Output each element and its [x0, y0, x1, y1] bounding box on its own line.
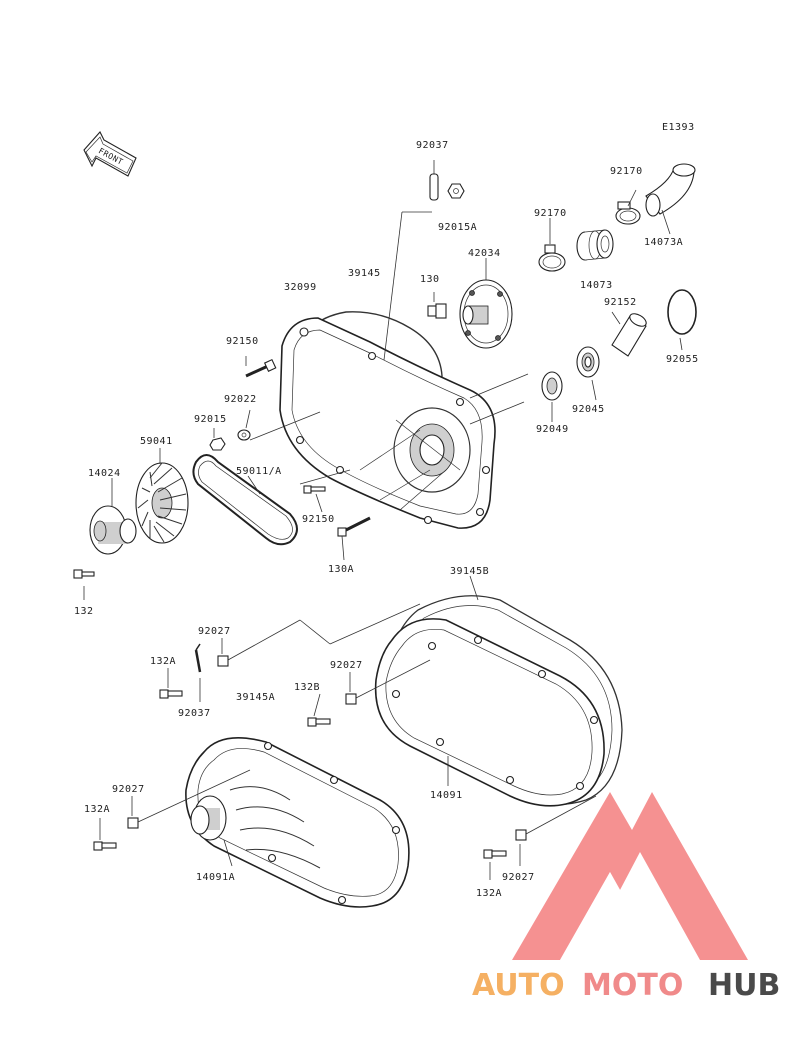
label-39145: 39145: [348, 268, 381, 279]
label-92027-d: 92027: [502, 872, 535, 883]
seal-92049: [541, 371, 563, 401]
pin-92037-bottom: [194, 643, 202, 673]
label-92152: 92152: [604, 297, 637, 308]
bolt-92150-top: [245, 358, 277, 378]
dowel-92027-d: [515, 829, 527, 841]
label-92015: 92015: [194, 414, 227, 425]
watermark-logo-icon: [512, 792, 748, 960]
nut-92015A: [447, 183, 465, 199]
label-92015A: 92015A: [438, 222, 477, 233]
inner-cover-32099: [279, 317, 496, 529]
watermark-auto: AUTO: [472, 968, 565, 1003]
label-92055: 92055: [666, 354, 699, 365]
label-132A-c: 132A: [476, 888, 502, 899]
oring-92055: [667, 289, 697, 335]
clamp-92170-b: [615, 201, 641, 225]
diagram-code: E1393: [662, 122, 695, 133]
clamp-92170-a: [538, 244, 566, 272]
label-14073: 14073: [580, 280, 613, 291]
bolt-132: [73, 569, 95, 579]
bolt-132A-a: [159, 689, 183, 699]
fan-59041: [135, 462, 189, 544]
label-92150-mid: 92150: [302, 514, 335, 525]
pin-92037-top: [429, 160, 439, 201]
label-14024: 14024: [88, 468, 121, 479]
watermark-text: AUTO MOTO HUB: [472, 968, 780, 1003]
label-32099: 32099: [284, 282, 317, 293]
dowel-92027-c: [127, 817, 139, 829]
watermark-hub: HUB: [708, 968, 780, 1003]
label-14091A: 14091A: [196, 872, 235, 883]
label-92037-top: 92037: [416, 140, 449, 151]
cover-14091A: [185, 736, 410, 908]
label-92027-c: 92027: [112, 784, 145, 795]
bolt-132B: [307, 717, 331, 727]
label-42034: 42034: [468, 248, 501, 259]
collar-92152: [611, 313, 647, 357]
label-59011A: 59011/A: [236, 466, 282, 477]
label-132: 132: [74, 606, 94, 617]
label-132A-a: 132A: [150, 656, 176, 667]
label-92027-b: 92027: [330, 660, 363, 671]
label-130: 130: [420, 274, 440, 285]
dowel-92027-a: [217, 655, 229, 667]
nut-92015: [209, 437, 226, 451]
leader-lines-lower: [99, 575, 597, 880]
bolt-130A: [337, 516, 371, 537]
label-130A: 130A: [328, 564, 354, 575]
label-132B: 132B: [294, 682, 320, 693]
label-132A-b: 132A: [84, 804, 110, 815]
watermark-moto: MOTO: [582, 968, 683, 1003]
label-92045: 92045: [572, 404, 605, 415]
label-39145A: 39145A: [236, 692, 275, 703]
bearing-92045: [576, 346, 600, 378]
label-92027-a: 92027: [198, 626, 231, 637]
bolt-132A-c: [483, 849, 507, 859]
label-92170-a: 92170: [534, 208, 567, 219]
label-92049: 92049: [536, 424, 569, 435]
hub-42034: [459, 279, 513, 349]
leader-lines-upper: [83, 189, 683, 600]
bolt-92150-mid: [303, 485, 326, 494]
bolt-130: [427, 303, 447, 319]
bolt-132A-b: [93, 841, 117, 851]
label-92170-b: 92170: [610, 166, 643, 177]
cover-14091: [374, 618, 605, 807]
dowel-92027-b: [345, 693, 357, 705]
belt-59011A: [192, 454, 298, 546]
duct-14073A: [645, 163, 696, 217]
washer-92022: [237, 429, 251, 441]
label-14073A: 14073A: [644, 237, 683, 248]
label-92037-bottom: 92037: [178, 708, 211, 719]
label-92150-top: 92150: [226, 336, 259, 347]
label-14091: 14091: [430, 790, 463, 801]
boot-14073: [576, 229, 614, 261]
front-arrow-icon: FRONT: [83, 131, 137, 177]
cover-14024: [89, 505, 137, 555]
label-59041: 59041: [140, 436, 173, 447]
label-92022: 92022: [224, 394, 257, 405]
label-39145B: 39145B: [450, 566, 489, 577]
